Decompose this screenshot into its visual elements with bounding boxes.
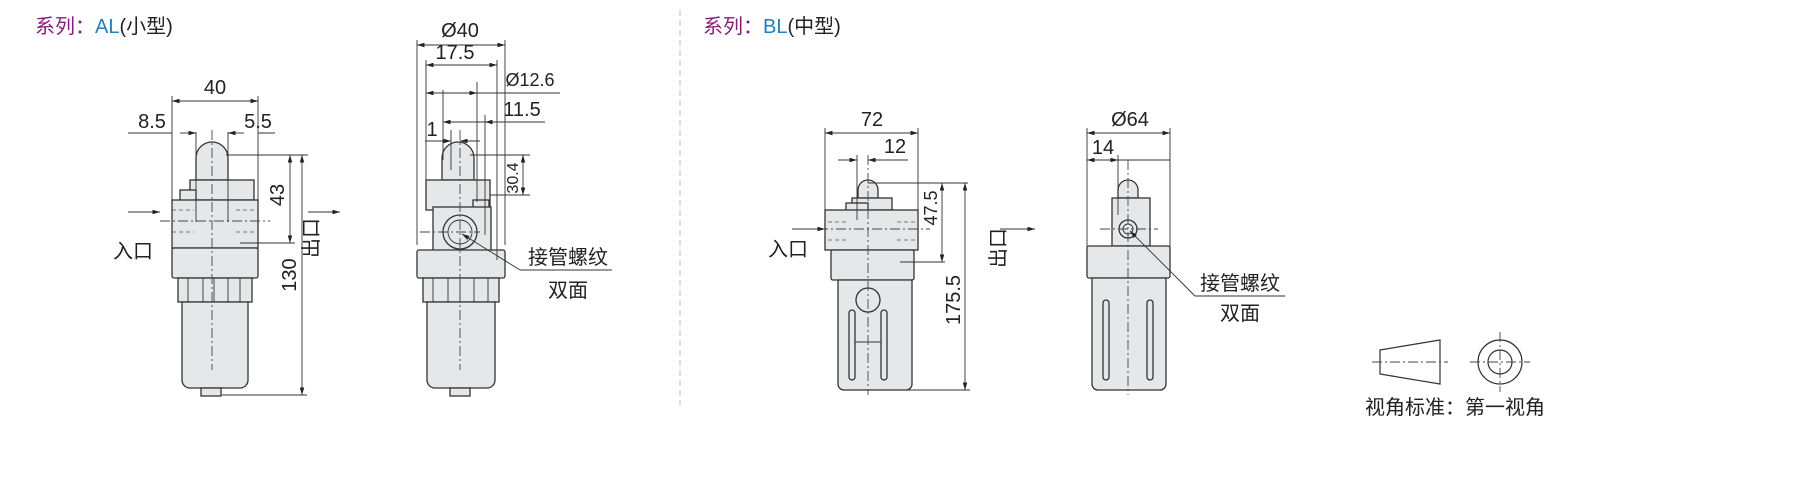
projection-label: 视角标准：第一视角 — [1365, 396, 1545, 419]
dim-al-height: 130 — [279, 258, 301, 291]
bl-outlet-label: 出口 — [987, 228, 1010, 268]
al-inlet-label: 入口 — [113, 241, 153, 263]
al-front-view — [160, 130, 270, 397]
bl-series-title: 系列：BL(中型) — [703, 10, 841, 39]
model-code: BL — [763, 16, 788, 38]
dim-bl-width: 72 — [861, 109, 883, 131]
dim-al-top-to-port: 43 — [267, 184, 289, 206]
dim-bl-top-to-port: 47.5 — [921, 190, 941, 225]
series-label: 系列： — [703, 16, 763, 38]
dim-bl-offset: 12 — [884, 136, 906, 158]
al-outlet-label: 出口 — [300, 218, 323, 258]
dim-al-port-offset: 11.5 — [503, 99, 540, 121]
dim-al-half-width: 17.5 — [436, 42, 475, 64]
bl-port-note-thread: 接管螺纹 — [1200, 272, 1280, 295]
dim-bl-diameter: Ø64 — [1111, 109, 1149, 131]
dim-al-left-offset: 8.5 — [138, 111, 166, 133]
bl-inlet-label: 入口 — [768, 239, 808, 261]
al-port-note-both-sides: 双面 — [548, 280, 588, 302]
dim-bl-side-offset: 14 — [1092, 137, 1114, 159]
first-angle-projection-symbol: 视角标准：第一视角 — [1365, 332, 1545, 419]
size-label: (中型) — [787, 16, 841, 38]
al-port-note-thread: 接管螺纹 — [528, 246, 608, 269]
bl-side-dimensions: Ø64 14 接管螺纹 双面 — [1086, 109, 1285, 325]
size-label: (小型) — [119, 16, 173, 38]
dim-al-knob-height: 30.4 — [505, 162, 522, 193]
dim-al-right-offset: 5.5 — [244, 111, 272, 133]
dim-bl-height: 175.5 — [943, 275, 965, 325]
al-side-view — [416, 130, 506, 397]
al-series-title: 系列：AL(小型) — [35, 10, 173, 39]
dim-al-gap: 1 — [426, 119, 437, 141]
al-side-dimensions: Ø40 17.5 Ø12.6 11.5 1 30.4 接管螺纹 双面 — [416, 20, 612, 302]
dim-al-diameter: Ø40 — [441, 20, 479, 42]
bl-front-view — [818, 155, 930, 395]
bl-port-note-both-sides: 双面 — [1220, 303, 1260, 325]
dim-al-knob-diameter: Ø12.6 — [505, 70, 554, 90]
series-label: 系列： — [35, 16, 95, 38]
model-code: AL — [95, 16, 120, 38]
dim-al-width: 40 — [204, 77, 226, 99]
bl-front-dimensions: 72 12 47.5 175.5 入口 出口 — [768, 109, 1035, 391]
bl-side-view — [1086, 160, 1171, 395]
al-front-dimensions: 40 8.5 5.5 43 130 入口 出口 — [113, 77, 340, 396]
